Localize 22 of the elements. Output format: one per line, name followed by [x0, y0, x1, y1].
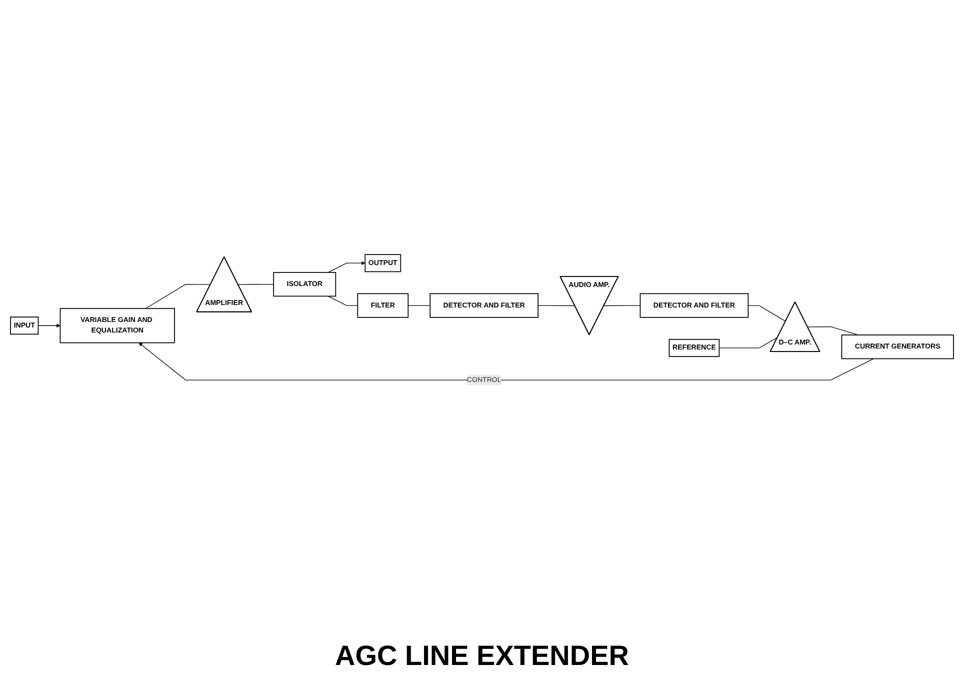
arrow — [138, 342, 874, 380]
connector — [238, 284, 274, 285]
node-box — [60, 308, 175, 344]
connector — [604, 305, 641, 306]
node-box — [364, 254, 402, 272]
node-box — [640, 293, 749, 318]
node-box — [357, 293, 409, 318]
node-box — [668, 339, 720, 358]
arrow — [328, 261, 366, 273]
connector — [145, 284, 211, 309]
connector — [807, 326, 858, 336]
connector — [748, 305, 786, 322]
node-box — [273, 272, 336, 297]
connector — [408, 305, 430, 306]
arrow — [38, 324, 60, 328]
node-box — [430, 293, 538, 318]
node-box — [841, 334, 954, 360]
node-box — [10, 316, 39, 335]
diagram-title: AGC LINE EXTENDER — [334, 640, 630, 672]
connector — [718, 337, 778, 348]
connector — [328, 296, 358, 306]
connector — [538, 305, 576, 306]
